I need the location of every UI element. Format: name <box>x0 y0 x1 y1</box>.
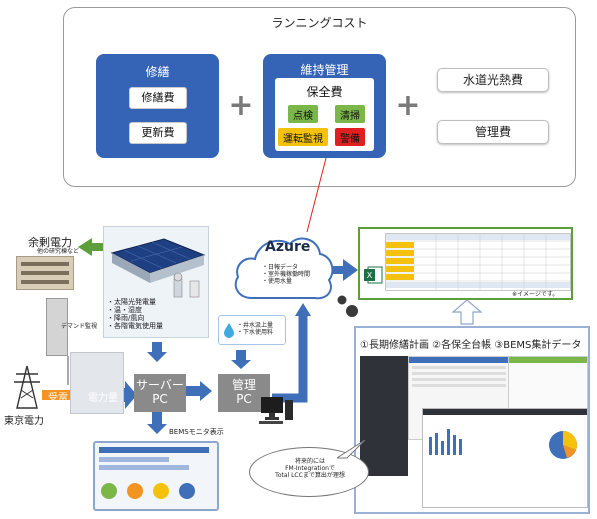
server-pc-box: サーバー PC <box>134 374 186 412</box>
screenshot-sidebar <box>360 356 408 476</box>
callout-line3: Total LCCまで算出が理想 <box>275 472 345 479</box>
azure-item-water: ・使用水量 <box>262 278 293 285</box>
collage-title: ①長期修繕計画 ②各保全台帳 ③BEMS集計データ <box>360 340 582 351</box>
software-collage-panel: ①長期修繕計画 ②各保全台帳 ③BEMS集計データ <box>354 326 590 514</box>
surplus-arrow <box>78 238 110 256</box>
monitor-icon <box>259 397 293 424</box>
sensor-item-solar: ・太陽光発電量 <box>107 298 156 306</box>
server-to-bems-arrow <box>147 412 167 434</box>
receive-label: 受電 <box>48 393 68 404</box>
research-building-image <box>16 256 74 290</box>
admin-to-azure-arrowhead <box>295 303 311 316</box>
azure-title: Azure <box>265 239 311 255</box>
surplus-subtitle: 他の研究棟など <box>37 248 80 255</box>
bubble-medium <box>346 305 358 317</box>
lcc-spreadsheet <box>385 233 571 291</box>
tag-operation-monitoring: 運転監視 <box>278 128 328 146</box>
surplus-title: 余剰電力 <box>28 236 72 249</box>
tag-inspection: 点検 <box>288 105 318 123</box>
tepco-label: 東京電力 <box>4 416 44 427</box>
water-item-well: ・井水汲上量 <box>237 322 274 329</box>
maintenance-box: 維持管理 保全費 点検 清掃 運転監視 警備 <box>263 54 386 158</box>
maintenance-title: 維持管理 <box>300 63 349 77</box>
azure-to-excel-arrow <box>327 259 358 281</box>
callout-line2: FM-Integrationで <box>285 465 335 472</box>
plus-sign-1: + <box>228 88 254 123</box>
repair-title: 修繕 <box>145 65 170 79</box>
collage-to-sheet-arrow <box>451 299 483 325</box>
azure-cloud-shape <box>234 237 334 300</box>
demand-meter <box>46 298 68 356</box>
repair-cost-item: 修繕費 <box>129 87 187 109</box>
water-box: ・井水汲上量 ・下水使用料 <box>218 315 286 345</box>
water-item-sewer: ・下水使用料 <box>237 329 274 336</box>
bems-monitor-screen <box>93 441 219 511</box>
sensors-panel: ・太陽光発電量 ・温・湿度 ・降雨/風向 ・各階電気使用量 <box>103 226 209 338</box>
azure-item-outdoor-unit: ・室外機稼働時間 <box>262 271 311 278</box>
sensor-item-rain: ・降雨/風向 <box>107 314 145 322</box>
solar-panel-icon <box>110 238 206 298</box>
sensors-to-server-arrow <box>147 342 167 362</box>
repair-box: 修繕 修繕費 更新費 <box>96 54 219 158</box>
tag-cleaning: 清掃 <box>335 105 365 123</box>
running-cost-title: ランニングコスト <box>271 16 368 30</box>
utility-cost-item: 水道光熱費 <box>437 68 549 92</box>
svg-text:X: X <box>367 271 373 280</box>
callout-line1: 将来的には <box>294 458 325 465</box>
screenshot-bems-data <box>422 408 588 508</box>
plus-sign-2: + <box>395 88 421 123</box>
server-to-admin-arrow <box>186 381 212 401</box>
azure-item-daily: ・日報データ <box>262 264 299 271</box>
demand-label: デマンド監視 <box>61 323 98 330</box>
sensor-item-power: ・各階電気使用量 <box>107 322 163 330</box>
water-drop-icon <box>224 323 234 338</box>
image-note: ※イメージです。 <box>512 291 559 298</box>
maintenance-to-azure-line <box>306 157 327 233</box>
tag-security: 警備 <box>335 128 365 146</box>
sensor-item-temp: ・温・湿度 <box>107 306 142 314</box>
management-fee-item: 管理費 <box>437 120 549 144</box>
transmission-tower-icon <box>14 365 40 409</box>
renewal-cost-item: 更新費 <box>129 122 187 144</box>
bubble-small <box>337 295 347 305</box>
power-amount-label: 電力量 <box>88 393 118 404</box>
callout-tail <box>337 440 366 459</box>
office-building-image <box>70 352 124 414</box>
preservation-cost-box: 保全費 点検 清掃 運転監視 警備 <box>275 78 374 151</box>
excel-sheet-panel: X ※イメージです。 <box>358 227 573 300</box>
excel-icon: X <box>364 266 383 284</box>
water-to-admin-arrow <box>231 350 251 369</box>
preservation-cost-title: 保全費 <box>306 85 343 99</box>
bems-monitor-label: BEMSモニタ表示 <box>169 428 224 436</box>
